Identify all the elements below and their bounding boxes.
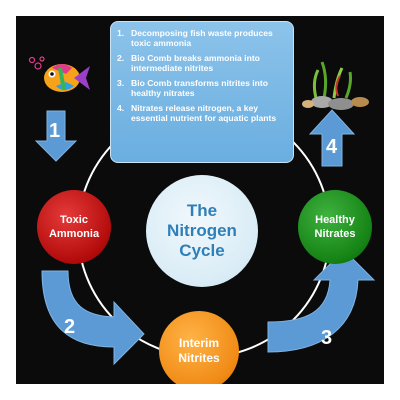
interim-nitrites-node: Interim Nitrites [159, 311, 239, 384]
diagram-graphics [28, 56, 376, 366]
step-number: 3. [117, 78, 125, 88]
step-text: Bio Comb transforms nitrites into health… [131, 78, 269, 98]
center-title-line: Cycle [179, 241, 225, 260]
step-number: 2. [117, 53, 125, 63]
aquatic-plants-icon [302, 61, 369, 110]
center-title-line: The [186, 201, 218, 220]
arrow-label-2: 2 [64, 316, 76, 338]
node-label-line: Healthy [315, 214, 355, 226]
nitrogen-cycle-center: The Nitrogen Cycle [146, 175, 258, 287]
step-text: Bio Comb breaks ammonia into intermediat… [131, 53, 260, 73]
nitrogen-cycle-diagram: 1 2 3 4 1. Decomposing fish waste produc… [16, 16, 384, 384]
step-text: Nitrates release nitrogen, a key essenti… [131, 103, 277, 123]
step-number: 4. [117, 103, 125, 113]
arrow-1 [34, 110, 78, 162]
step-item-3: 3. Bio Comb transforms nitrites into hea… [117, 78, 285, 98]
steps-list: 1. Decomposing fish waste produces toxic… [117, 28, 285, 123]
node-label-line: Nitrites [178, 351, 220, 365]
arrow-2 [41, 270, 145, 366]
node-label-line: Interim [178, 336, 219, 350]
step-item-2: 2. Bio Comb breaks ammonia into intermed… [117, 53, 285, 73]
toxic-ammonia-node: Toxic Ammonia [37, 190, 111, 264]
step-number: 1. [117, 28, 125, 38]
node-label-line: Nitrates [314, 228, 356, 240]
step-text: Decomposing fish waste produces toxic am… [131, 28, 273, 48]
node-label-line: Ammonia [48, 228, 100, 240]
arrow-3 [267, 249, 376, 353]
healthy-nitrates-node: Healthy Nitrates [298, 190, 372, 264]
fish-icon [28, 56, 90, 92]
steps-box: 1. Decomposing fish waste produces toxic… [110, 21, 294, 163]
step-item-4: 4. Nitrates release nitrogen, a key esse… [117, 103, 285, 123]
arrow-label-3: 3 [321, 327, 333, 349]
step-item-1: 1. Decomposing fish waste produces toxic… [117, 28, 285, 48]
node-label-line: Toxic [60, 214, 88, 226]
arrow-label-4: 4 [326, 136, 338, 158]
center-title-line: Nitrogen [167, 221, 237, 240]
arrow-label-1: 1 [49, 120, 61, 142]
arrow-4 [308, 109, 356, 167]
